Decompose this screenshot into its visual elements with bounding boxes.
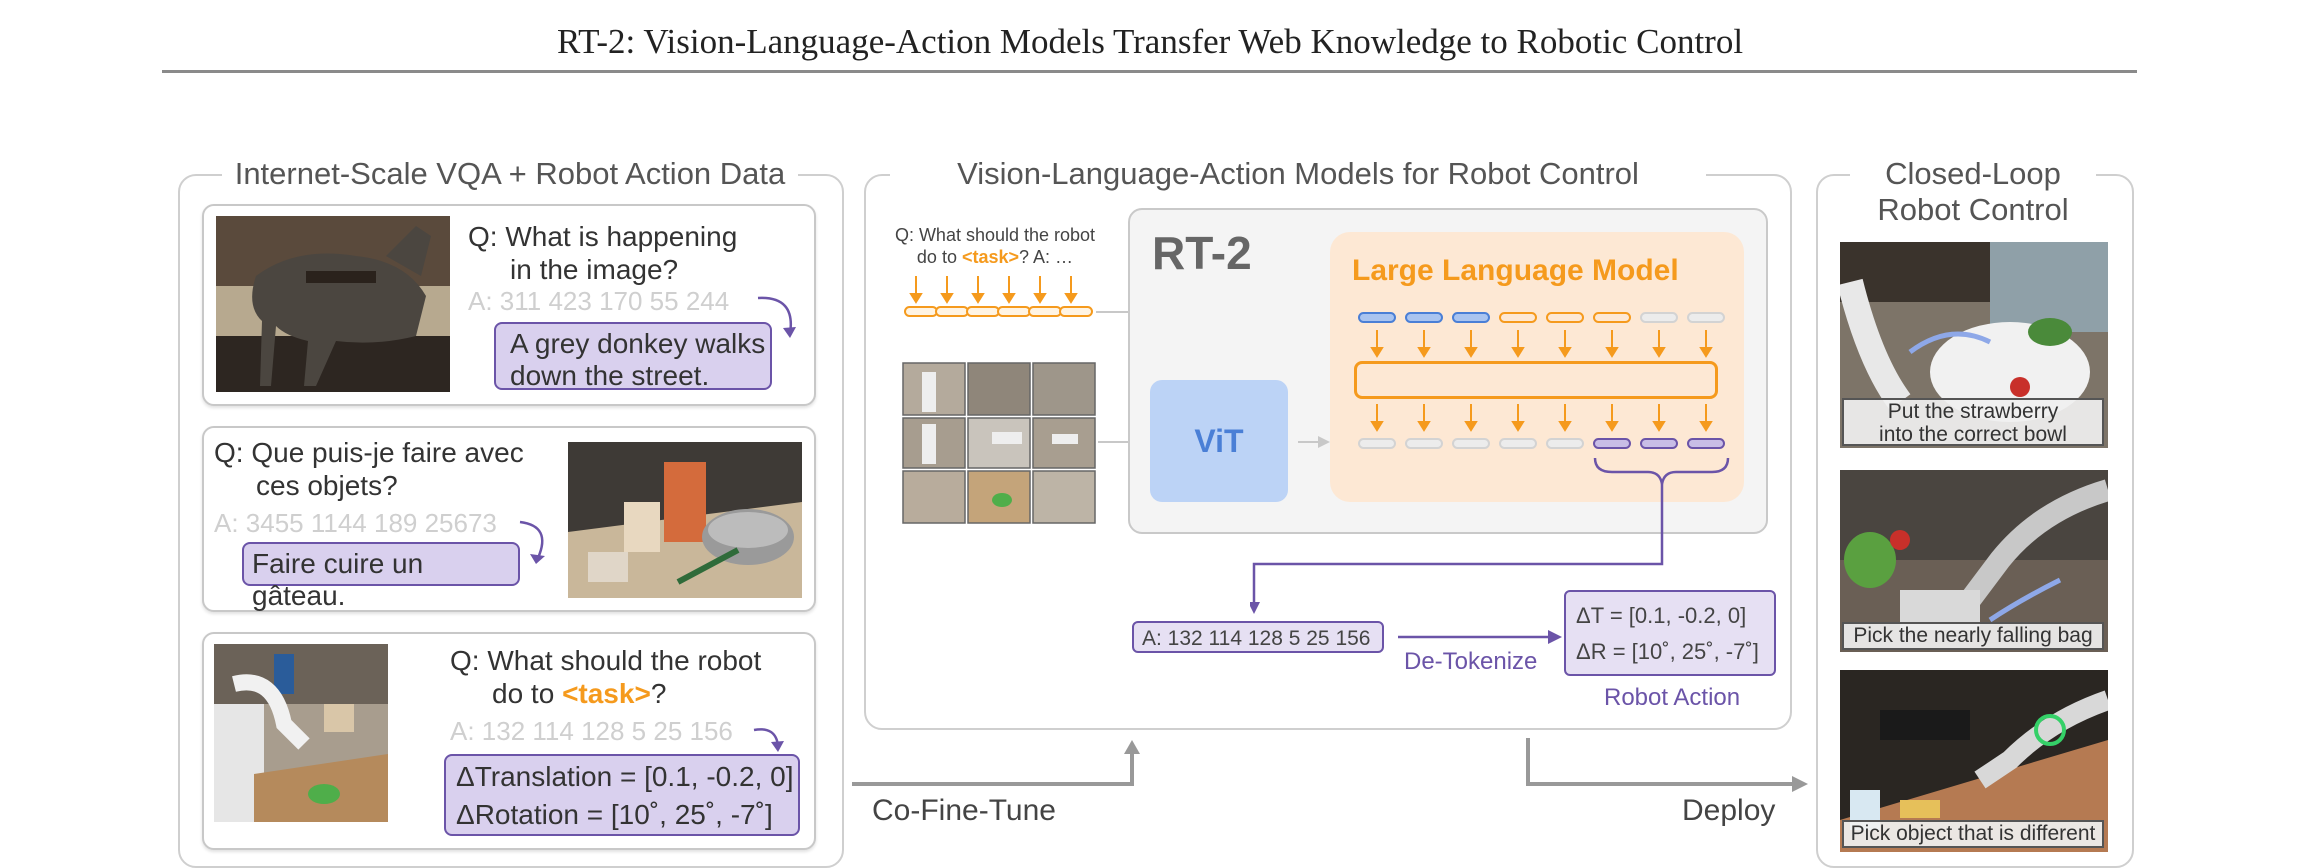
prompt-token <box>1028 306 1062 317</box>
task-placeholder: <task> <box>562 678 651 709</box>
detokenize-arrow <box>1398 630 1562 644</box>
question-line: Q: Que puis-je faire avec <box>214 437 524 468</box>
donkey-photo <box>216 216 450 392</box>
answer-line: ΔTranslation = [0.1, -0.2, 0] <box>456 761 794 792</box>
cofinetune-arrow <box>852 740 1140 786</box>
answer-line: down the street. <box>510 360 710 391</box>
vqa-card-donkey: Q: What is happening in the image? A: 31… <box>202 204 816 406</box>
answer-box: ΔTranslation = [0.1, -0.2, 0] ΔRotation … <box>444 754 800 836</box>
curved-arrow <box>519 520 545 564</box>
text-token <box>1546 312 1584 323</box>
prompt-token <box>904 306 938 317</box>
robot-action-box: ΔT = [0.1, -0.2, 0] ΔR = [10˚, 25˚, -7˚] <box>1564 590 1776 676</box>
title-rule <box>162 70 2137 73</box>
output-token <box>1452 438 1490 449</box>
empty-token <box>1640 312 1678 323</box>
caption-line: into the correct bowl <box>1879 423 2067 446</box>
robot-image-grid <box>902 362 1096 524</box>
right-panel-title-line: Closed-Loop <box>1885 156 2061 191</box>
task-placeholder: <task> <box>961 247 1020 267</box>
cofinetune-label: Co-Fine-Tune <box>872 794 1056 827</box>
output-token <box>1358 438 1396 449</box>
action-token <box>1593 438 1631 449</box>
answer-box: A grey donkey walks down the street. <box>494 322 772 391</box>
caption-box: Put the strawberry into the correct bowl <box>1842 398 2104 446</box>
right-panel-title: Closed-Loop Robot Control <box>1850 156 2096 228</box>
prompt-token <box>1059 306 1093 317</box>
output-token <box>1546 438 1584 449</box>
answer-line: Faire cuire un gâteau. <box>252 548 424 611</box>
action-tokens-box: A: 132 114 128 5 25 156 <box>1132 621 1384 653</box>
delta-rotation: ΔR = [10˚, 25˚, -7˚] <box>1576 639 1759 664</box>
image-token <box>1358 312 1396 323</box>
prompt-token <box>997 306 1031 317</box>
prompt-line: Q: What should the robot <box>894 225 1096 245</box>
action-token <box>1640 438 1678 449</box>
arrow-vit-to-llm <box>1298 436 1330 448</box>
llm-output-arrows <box>1370 404 1713 432</box>
image-token <box>1452 312 1490 323</box>
robot-action-label: Robot Action <box>1604 684 1741 711</box>
caption-box: Pick object that is different <box>1842 820 2104 848</box>
text-token <box>1499 312 1537 323</box>
llm-input-arrows <box>1370 330 1713 358</box>
prompt-token <box>935 306 969 317</box>
deploy-arrow <box>1526 738 1808 792</box>
caption-line: Put the strawberry <box>1887 400 2059 423</box>
curved-arrow <box>757 296 796 338</box>
answer-tokens: A: 311 423 170 55 244 <box>468 286 730 316</box>
baking-ingredients-photo <box>568 442 802 598</box>
curved-arrow <box>753 728 784 752</box>
vqa-card-robot: Q: What should the robot do to <task>? A… <box>202 632 816 850</box>
deploy-label: Deploy <box>1682 794 1776 827</box>
prompt-text: do to <box>916 247 962 267</box>
empty-token <box>1687 312 1725 323</box>
output-token <box>1405 438 1443 449</box>
image-token <box>1405 312 1443 323</box>
prompt-token <box>966 306 1000 317</box>
transformer-layer-bar <box>1354 361 1718 399</box>
question-line: Q: What should the robot <box>450 645 762 676</box>
prompt-line: do to <task>? A: … <box>880 246 1110 268</box>
question-text: ? <box>650 678 667 709</box>
prompt-token-arrows <box>909 276 1078 304</box>
answer-tokens: A: 132 114 128 5 25 156 <box>450 716 733 746</box>
vit-encoder: ViT <box>1150 380 1288 502</box>
answer-tokens: A: 3455 1144 189 25673 <box>214 508 497 538</box>
action-token-brace <box>1250 457 1730 614</box>
answer-line: ΔRotation = [10˚, 25˚, -7˚] <box>456 799 773 830</box>
question-line: ces objets? <box>256 470 398 501</box>
question-text: do to <box>492 678 563 709</box>
right-panel-title-line: Robot Control <box>1877 192 2069 227</box>
prompt-text: ? A: … <box>1019 247 1074 267</box>
page-title: RT-2: Vision-Language-Action Models Tran… <box>556 22 1744 61</box>
left-panel-title: Internet-Scale VQA + Robot Action Data <box>222 156 798 192</box>
answer-box: Faire cuire un gâteau. <box>242 542 520 611</box>
vqa-card-baking: Q: Que puis-je faire avec ces objets? A:… <box>202 426 816 612</box>
question-line: do to <task>? <box>450 677 761 710</box>
question-line: in the image? <box>510 254 679 285</box>
delta-translation: ΔT = [0.1, -0.2, 0] <box>1576 603 1747 628</box>
detokenize-label: De-Tokenize <box>1404 648 1538 675</box>
llm-label: Large Language Model <box>1352 254 1679 287</box>
robot-strawberry-photo: Put the strawberry into the correct bowl <box>1840 242 2108 448</box>
caption-box: Pick the nearly falling bag <box>1842 622 2104 650</box>
middle-panel-title: Vision-Language-Action Models for Robot … <box>890 156 1706 192</box>
text-token <box>1593 312 1631 323</box>
action-token <box>1687 438 1725 449</box>
robot-drawer-photo <box>214 644 388 822</box>
question-line: Q: What is happening <box>468 221 738 252</box>
robot-bag-photo: Pick the nearly falling bag <box>1840 470 2108 652</box>
answer-line: A grey donkey walks <box>510 328 766 359</box>
rt2-label: RT-2 <box>1152 227 1252 279</box>
output-token <box>1499 438 1537 449</box>
robot-different-object-photo: Pick object that is different <box>1840 670 2108 852</box>
